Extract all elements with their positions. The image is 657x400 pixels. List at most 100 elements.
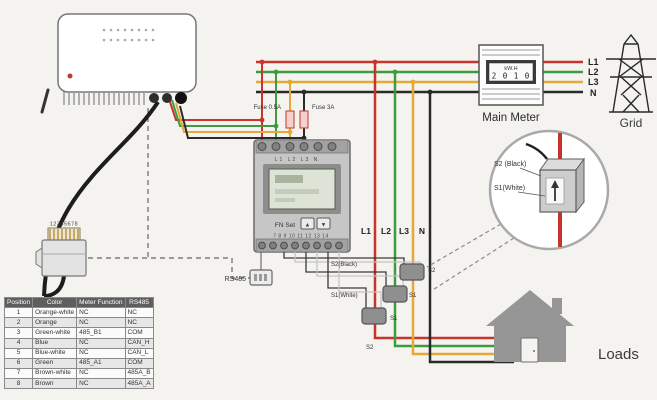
- cell-meter-function: 485_A1: [76, 357, 126, 369]
- cell-rs485: 485A_B: [124, 367, 154, 380]
- s1-label: S1: [390, 316, 398, 322]
- l3-right-label: L3: [588, 77, 599, 87]
- cell-rs485: COM: [124, 327, 154, 339]
- cell-rs485: CAN_L: [124, 347, 154, 359]
- meter-up-button[interactable]: [300, 217, 315, 230]
- fuse-3a-symbol: [299, 110, 309, 129]
- cell-position: 3: [3, 327, 34, 339]
- inverter-cable-gland: [175, 92, 187, 104]
- down-arrow-icon: ▼: [321, 223, 327, 229]
- l2-right-label: L2: [588, 67, 599, 77]
- grid-label: Grid: [620, 116, 643, 130]
- up-arrow-icon: ▲: [305, 223, 311, 229]
- meter-bottom-screws: [258, 241, 343, 250]
- meter-voltage-drops: [261, 62, 305, 140]
- cell-rs485: COM: [124, 357, 154, 369]
- cell-color: Green: [32, 357, 78, 369]
- cell-meter-function: NC: [76, 337, 126, 349]
- meter-top-screws: [257, 142, 337, 151]
- rs485-port: RS485: [225, 252, 273, 286]
- fuse1-label: Fuse 0.5A: [254, 105, 281, 111]
- meter-hatching: [482, 49, 540, 100]
- cell-rs485: NC: [124, 317, 154, 329]
- rj45-pin-numbers: 12345678: [50, 222, 78, 228]
- s2-label: S2: [428, 268, 436, 274]
- cell-meter-function: NC: [76, 367, 126, 380]
- ct-clamp-l1: [361, 307, 387, 325]
- detail-s1-label: S1(White): [494, 185, 525, 192]
- fuse-0p5a-symbol: [285, 110, 295, 129]
- inverter-vents: [102, 28, 155, 42]
- inverter-connector: [162, 93, 172, 103]
- cell-color: Green-white: [32, 327, 78, 339]
- l1-mid-label: L1: [361, 226, 371, 236]
- s1-white-label: S1(White): [331, 293, 358, 299]
- l3-mid-label: L3: [399, 226, 409, 236]
- cell-color: Blue-white: [32, 347, 78, 359]
- ct-detail-callout: S2 (Black) S1(White): [426, 129, 610, 292]
- meter-bottom-numbers: 7 8 9 10 11 12 13 14: [273, 234, 329, 240]
- lcd-segment: [275, 198, 295, 202]
- direction-arrow-icon: [551, 180, 559, 188]
- cell-meter-function: NC: [76, 377, 126, 390]
- rj45-clip: [35, 247, 43, 269]
- cell-color: Orange: [32, 317, 78, 329]
- rj45-pins: [49, 229, 79, 240]
- house-loads-icon: [486, 290, 574, 363]
- main-meter: kW.H 2 0 1 0 Main Meter: [478, 44, 544, 124]
- cell-position: 4: [3, 337, 34, 349]
- cell-rs485: NC: [124, 307, 154, 319]
- cell-position: 7: [3, 367, 34, 380]
- col-header: Position: [3, 296, 34, 309]
- comm-dashed-lines: [88, 108, 250, 279]
- inverter-antenna: [40, 88, 50, 114]
- cell-color: Blue: [32, 337, 78, 349]
- cell-meter-function: NC: [76, 307, 126, 319]
- cell-meter-function: NC: [76, 347, 126, 359]
- cell-color: Orange-white: [32, 307, 78, 319]
- loads-label: Loads: [598, 346, 639, 363]
- n-right-label: N: [590, 88, 597, 98]
- cell-position: 2: [3, 317, 34, 329]
- cell-position: 5: [3, 347, 34, 359]
- col-header: RS485: [124, 296, 154, 309]
- s2-label: S2: [366, 345, 374, 351]
- n-mid-label: N: [419, 226, 425, 236]
- cell-position: 8: [3, 377, 34, 390]
- house-door: [520, 337, 539, 363]
- inverter-ac-wires: [167, 95, 304, 139]
- lcd-segment: [275, 175, 303, 183]
- cell-color: Brown-white: [32, 367, 78, 380]
- col-header: Color: [32, 296, 78, 309]
- inverter-logo-dot: [67, 73, 73, 79]
- cell-meter-function: 485_B1: [76, 327, 126, 339]
- smart-meter: L1 L2 L3 N FN Set ▲ ▼ 7 8 9 10 11 12 13 …: [253, 139, 351, 253]
- s1-label: S1: [409, 293, 417, 299]
- junction-dots: [259, 59, 433, 141]
- inverter-connector: [149, 93, 159, 103]
- meter-reading: 2 0 1 0: [492, 72, 531, 81]
- kwh-label: kW.H: [504, 66, 517, 72]
- meter-down-button[interactable]: [316, 217, 331, 230]
- ct-clamp-l2: [382, 285, 408, 303]
- main-meter-label: Main Meter: [482, 112, 540, 124]
- cell-color: Brown: [32, 377, 78, 390]
- display-window: [488, 62, 534, 82]
- ct-clamps: [361, 263, 425, 325]
- rs485-label: RS485: [225, 276, 247, 283]
- grid-tower-icon: [606, 33, 656, 113]
- fuse2-label: Fuse 3A: [312, 105, 334, 111]
- fn-set-label: FN Set: [275, 222, 295, 229]
- phase-feeders: [373, 62, 514, 364]
- lcd-segment: [275, 189, 319, 194]
- s2-black-label: S2(Black): [331, 262, 357, 268]
